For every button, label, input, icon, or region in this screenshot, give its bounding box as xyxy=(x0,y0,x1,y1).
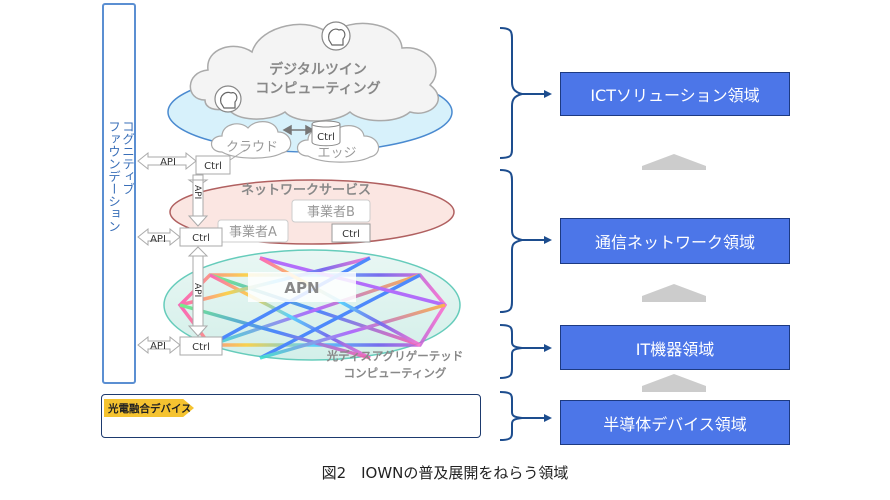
domain-ict-solution: ICTソリューション領域 xyxy=(560,72,790,116)
ctrl-box-cloud xyxy=(195,155,231,175)
ctrl-box-apn xyxy=(179,336,223,356)
ctrl-apn-label: Ctrl xyxy=(192,342,210,353)
vertical-api-arrow-lower xyxy=(187,246,209,337)
operator-b-box xyxy=(291,199,371,223)
brain-icon xyxy=(321,21,351,51)
figure-caption: 図2 IOWNの普及展開をねらう領域 xyxy=(321,464,569,482)
bracket-ict xyxy=(499,27,548,159)
brain-icon xyxy=(214,85,242,113)
ctrl-cloud-link xyxy=(229,149,246,161)
api-label-1: API xyxy=(160,157,176,168)
domain-semiconductor-device: 半導体デバイス領域 xyxy=(560,400,790,445)
disaggregated-label-2: コンピューティング xyxy=(344,366,447,380)
bracket-ict-arrow xyxy=(544,90,552,98)
apn-label: APN xyxy=(284,279,319,297)
cloud-top-label-1: デジタルツイン xyxy=(269,61,367,78)
domain-communication-network: 通信ネットワーク領域 xyxy=(560,218,790,264)
apn-label-box xyxy=(248,272,356,302)
horizontal-api-arrow-2 xyxy=(137,227,181,247)
cloud-right-label: エッジ xyxy=(317,146,356,161)
bracket-network-arrow xyxy=(544,236,552,244)
bracket-it-equipment-arrow xyxy=(544,344,552,352)
ctrl-box-operator-b xyxy=(331,223,371,243)
cloud-left-label: クラウド xyxy=(226,140,278,155)
ctrl-operator-b-label: Ctrl xyxy=(342,229,360,240)
cloud-icon-left xyxy=(210,121,292,159)
api-label-3: API xyxy=(150,341,166,352)
bracket-it-equipment xyxy=(499,324,548,379)
ctrl-cylinder-label: Ctrl xyxy=(317,132,335,143)
disaggregated-label-1: 光ディスアグリゲーテッド xyxy=(326,349,464,363)
cognitive-foundation-box xyxy=(102,3,136,384)
cloud-edge-arrow xyxy=(282,124,315,136)
vertical-api-arrow-upper xyxy=(187,174,209,227)
device-tag: 光電融合デバイス xyxy=(104,399,194,417)
bracket-semiconductor xyxy=(499,391,548,441)
operator-b-label: 事業者B xyxy=(307,204,355,220)
ctrl-database-cloud xyxy=(311,120,341,147)
ctrl-cloud-label: Ctrl xyxy=(204,161,222,172)
api-label-2: API xyxy=(150,234,166,245)
network-service-label: ネットワークサービス xyxy=(241,182,371,198)
cognitive-foundation-label: コグニティブ ファウンデーション xyxy=(106,120,135,233)
api-label-vertical-1: API xyxy=(192,185,202,199)
ctrl-network-label: Ctrl xyxy=(192,233,210,244)
horizontal-api-arrow-3 xyxy=(137,335,181,355)
bracket-network xyxy=(499,169,548,313)
up-arrow-1 xyxy=(642,154,706,170)
domain-it-equipment: IT機器領域 xyxy=(560,325,790,370)
bracket-semiconductor-arrow xyxy=(544,414,552,422)
operator-a-label: 事業者A xyxy=(229,224,277,240)
api-label-vertical-2: API xyxy=(192,283,202,297)
digital-twin-cloud xyxy=(189,22,439,122)
horizontal-api-arrow-1 xyxy=(137,151,197,171)
up-arrow-2 xyxy=(642,284,706,302)
cloud-top-label-2: コンピューティング xyxy=(255,80,380,97)
up-arrow-3 xyxy=(642,374,706,392)
